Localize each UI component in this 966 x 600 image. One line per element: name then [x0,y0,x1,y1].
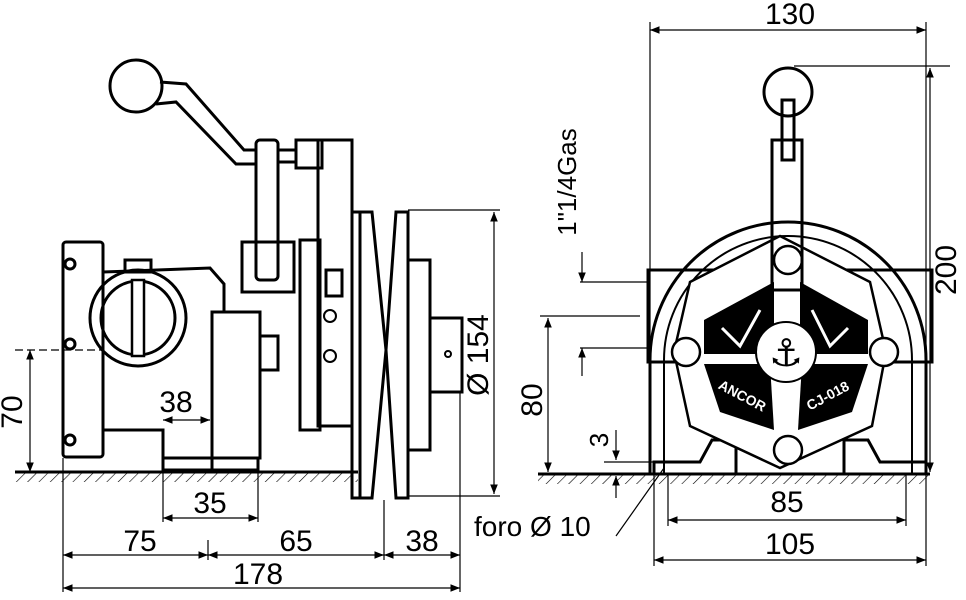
dim-3-label: 3 [584,433,614,447]
window-bottom-left [704,364,774,430]
pulley-half-right [384,210,410,500]
lever-knob-front [762,66,814,118]
lever-rod-top [159,80,256,152]
anchor-icon: ⚓ [769,331,803,375]
flange-bolt [63,433,77,447]
dim-gas-label: 1"1/4Gas [552,128,582,236]
window-top-right [800,282,868,354]
dim-154-label: Ø 154 [462,314,495,396]
flange-bolt [63,257,77,271]
window-top-left [704,282,774,354]
dim-65-label: 65 [279,525,312,558]
front-view: ⚓ ANCOR CJ-018 130 200 1"1/4Gas 80 3 [474,0,963,566]
dim-75-label: 75 [123,525,156,558]
cover-bolt-left [670,336,702,368]
pulley-shaft-end [428,316,464,394]
foot-left [652,438,738,474]
inlet-port-outer [88,268,188,368]
clutch-nut [294,138,324,170]
pump-back-disc-inner [663,235,913,474]
lever-column [770,138,804,292]
foot-right [842,438,928,474]
cover-bolt-top [772,244,804,276]
hole-label: foro Ø 10 [474,511,591,542]
lever-shaft [780,98,796,162]
clutch-link [276,148,298,164]
clutch-plate [298,238,322,432]
pump-back-disc [648,220,928,474]
cover-bolt-bottom [772,434,804,466]
pulley-half-left [358,210,388,500]
dim-178-label: 178 [233,558,283,591]
dim-105-label: 105 [765,528,815,561]
clutch-housing [316,138,354,428]
pin-icon [323,309,337,323]
lever-rod-bottom [155,100,256,166]
rotation-arrow-icon [720,309,762,349]
side-view: 70 38 35 75 65 38 178 Ø 154 [0,58,500,592]
dim-38-bottom-label: 38 [405,525,438,558]
dim-80-label: 80 [516,383,549,416]
ground-hatch-side [15,472,358,482]
cover-bolt-right [868,336,900,368]
ground-hatch-front [538,474,930,484]
pulley-hub-right [406,258,432,452]
dim-130-label: 130 [765,0,815,31]
rotation-arrow-icon [810,309,850,349]
adjust-screw [324,268,344,298]
pin-icon [323,349,337,363]
dim-35-label: 35 [193,487,226,520]
dim-85-label: 85 [770,486,803,519]
shaft-stub [258,334,280,372]
pump-body [101,266,226,472]
window-bottom-right [798,364,868,430]
port-gate [130,278,146,358]
flange-bolt [63,337,77,351]
clutch-block [240,240,296,294]
shaft-center-icon [444,350,452,358]
bearing-housing [210,310,262,460]
dim-38-small-label: 38 [159,386,192,419]
dim-200-label: 200 [930,245,963,295]
port-top-nut [123,258,153,274]
anchor-badge [755,321,817,383]
clutch-arm [254,138,280,282]
dim-70-label: 70 [0,395,29,428]
lever-knob [108,58,164,114]
hole-leader-line [615,467,665,537]
